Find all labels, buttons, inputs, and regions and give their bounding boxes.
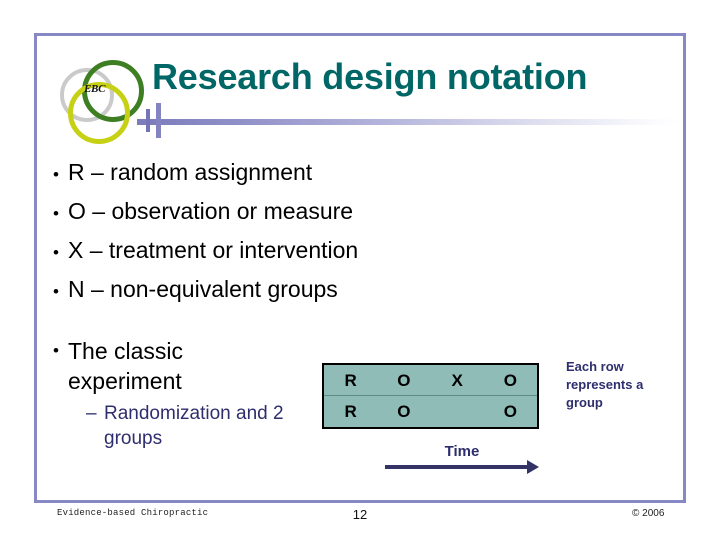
time-axis-label: Time: [444, 443, 480, 460]
notation-bullet-list: • R – random assignment • O – observatio…: [44, 154, 464, 310]
table-cell: O: [503, 371, 517, 390]
ebc-logo: EBC: [58, 56, 150, 144]
list-item-label: O – observation or measure: [68, 198, 354, 224]
table-row: R O O: [324, 396, 537, 427]
list-item: • N – non-equivalent groups: [44, 271, 464, 310]
sub-list-item: – Randomization and 2 groups: [86, 401, 314, 451]
footer-page-number: 12: [352, 507, 368, 522]
title-divider-rule: [137, 119, 680, 125]
each-row-annotation: Each row represents a group: [566, 359, 644, 410]
table-row: R O X O: [324, 365, 537, 396]
time-arrow-line-icon: [385, 465, 531, 469]
bullet-marker-icon: •: [53, 282, 59, 301]
title-divider-bar-left: [146, 109, 150, 132]
title-divider-bar-right: [156, 103, 161, 138]
logo-circle-lime-icon: [68, 82, 130, 144]
footer-source-text: Evidence-based Chiropractic: [57, 508, 209, 518]
sub-list-item-label: Randomization and 2 groups: [104, 403, 284, 449]
design-notation-table: R O X O R O O: [322, 363, 539, 429]
bullet-marker-icon: •: [53, 204, 59, 223]
page-title: Research design notation: [152, 56, 588, 97]
bullet-marker-icon: •: [53, 243, 59, 262]
list-item: • O – observation or measure: [44, 193, 464, 232]
classic-experiment-block: • The classic experiment – Randomization…: [44, 336, 314, 451]
list-item-label: R – random assignment: [68, 159, 313, 185]
classic-experiment-label: The classic experiment: [68, 338, 184, 394]
table-cell: O: [397, 402, 411, 421]
table-cell: O: [503, 402, 517, 421]
table-cell: R: [344, 371, 357, 390]
footer-copyright: © 2006: [632, 508, 665, 519]
list-item: • X – treatment or intervention: [44, 232, 464, 271]
table-cell: O: [397, 371, 411, 390]
time-arrow-head-icon: [527, 460, 539, 474]
table-cell: [431, 396, 484, 427]
dash-marker-icon: –: [86, 403, 97, 424]
list-item-label: N – non-equivalent groups: [68, 276, 338, 302]
list-item: • The classic experiment: [44, 336, 314, 396]
list-item-label: X – treatment or intervention: [68, 237, 359, 263]
bullet-marker-icon: •: [53, 165, 59, 184]
list-item: • R – random assignment: [44, 154, 464, 193]
logo-text: EBC: [84, 83, 106, 95]
bullet-marker-icon: •: [53, 341, 59, 360]
table-cell: R: [344, 402, 357, 421]
table-cell: X: [451, 371, 463, 390]
